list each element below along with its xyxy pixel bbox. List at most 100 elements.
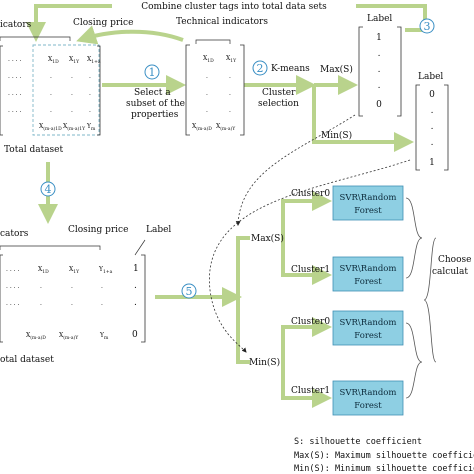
- technical-label: Technical indicators: [176, 17, 268, 27]
- svg-text:1: 1: [376, 33, 382, 43]
- svg-text:X1D: X1D: [203, 55, 214, 64]
- model-box-4: SVR\Random Forest: [332, 380, 404, 416]
- step5: 5: [181, 283, 197, 299]
- step1: 1 Select a subset of the properties: [126, 64, 185, 120]
- svg-text:. . . .: . . . .: [6, 266, 19, 273]
- svg-text:Forest: Forest: [354, 277, 382, 287]
- tl-right-bracket: [97, 45, 101, 136]
- svg-text:. . . .: . . . .: [8, 107, 21, 114]
- svg-text:X1D: X1D: [38, 266, 49, 275]
- svg-text:.: .: [378, 49, 381, 59]
- svg-text:.: .: [431, 138, 434, 148]
- tree-min-label: Min(S): [249, 357, 280, 368]
- bl-right-bracket: [141, 254, 146, 343]
- tl-indicators-label: icators: [0, 20, 32, 30]
- subset-line1: Select a: [134, 88, 171, 98]
- svg-text:.: .: [89, 90, 91, 97]
- tree-max-c0: [281, 191, 332, 238]
- tree-min-c0: [281, 317, 332, 362]
- tl-dataset-label: Total dataset: [4, 145, 63, 155]
- legend-min: Min(S): Minimum silhouette coefficient: [294, 464, 474, 474]
- cluster-selection-line1: Cluster: [262, 88, 296, 98]
- legend: S: silhouette coefficient Max(S): Maximu…: [294, 437, 474, 474]
- tl-left-bracket: [0, 45, 3, 136]
- bl-left-bracket: [0, 254, 3, 343]
- svg-text:.: .: [206, 90, 208, 97]
- tl-col-x1: X1D: [48, 56, 59, 65]
- svg-text:.: .: [50, 73, 52, 80]
- tree-min-cluster0: Cluster0: [291, 317, 330, 327]
- closing-price-arrow: [76, 25, 184, 45]
- svg-text:.: .: [50, 90, 52, 97]
- tree-max-cluster1: Cluster1: [291, 265, 330, 275]
- svg-text:.: .: [134, 298, 137, 308]
- svg-text:.: .: [40, 300, 42, 307]
- svg-text:.: .: [229, 73, 231, 80]
- green-arrows: [26, 4, 430, 408]
- svg-text:.: .: [71, 107, 73, 114]
- bl-label-label: Label: [146, 225, 171, 235]
- svg-text:.: .: [71, 90, 73, 97]
- tree-min-cluster1: Cluster1: [291, 386, 330, 396]
- legend-s: S: silhouette coefficient: [294, 437, 422, 447]
- svg-text:SVR\Random: SVR\Random: [340, 193, 397, 203]
- tree-max-label: Max(S): [251, 233, 284, 244]
- svg-text:Y1+a: Y1+a: [98, 266, 113, 275]
- svg-text:.: .: [50, 107, 52, 114]
- svg-text:.: .: [89, 73, 91, 80]
- svg-text:.: .: [89, 107, 91, 114]
- svg-text:.: .: [101, 300, 103, 307]
- svg-text:X1Y: X1Y: [226, 55, 237, 64]
- bl-closing-price-label: Closing price: [68, 225, 128, 235]
- svg-text:SVR\Random: SVR\Random: [340, 264, 397, 274]
- model-box-3: SVR\Random Forest: [332, 310, 404, 346]
- step2: 2 K-means Cluster selection Max(S) Min(S…: [252, 60, 353, 141]
- svg-text:X(m-a)D: X(m-a)D: [192, 123, 212, 132]
- step4-number: 4: [45, 183, 52, 196]
- label-column-2: Label 0 . . . 1: [415, 72, 449, 171]
- svg-text:. . . .: . . . .: [6, 283, 19, 290]
- legend-max: Max(S): Maximum silhouette coefficient: [294, 451, 474, 461]
- svg-text:.: .: [431, 122, 434, 132]
- svg-text:. . . .: . . . .: [8, 90, 21, 97]
- svg-text:0: 0: [429, 90, 435, 100]
- svg-text:.: .: [206, 107, 208, 114]
- technical-indicators: Technical indicators X1D X1Y .. .. .. X(…: [176, 17, 268, 136]
- top-max-label: Max(S): [320, 64, 353, 75]
- choose-brace: [423, 237, 437, 363]
- svg-text:X(m-a)Y: X(m-a)Y: [59, 332, 79, 341]
- cluster-selection-line2: selection: [258, 99, 299, 109]
- svg-text:Forest: Forest: [354, 331, 382, 341]
- svg-text:Ym: Ym: [99, 332, 109, 341]
- tl-last-x2: X(m-a)1Y: [63, 123, 86, 132]
- svg-text:Forest: Forest: [354, 401, 382, 411]
- subset-line3: properties: [131, 110, 179, 120]
- svg-text:.: .: [40, 283, 42, 290]
- kmeans-label: K-means: [271, 64, 310, 74]
- tech-right-bracket: [240, 44, 245, 136]
- svg-text:. . . .: . . . .: [8, 73, 21, 80]
- dashed-connectors: [209, 114, 411, 353]
- svg-text:.: .: [229, 107, 231, 114]
- tree-min-c1: [281, 362, 332, 408]
- svg-text:X(m-a)D: X(m-a)D: [26, 332, 46, 341]
- choose-line2: calculat: [432, 267, 468, 277]
- bl-dataset-label: otal dataset: [0, 355, 54, 365]
- svg-text:.: .: [206, 73, 208, 80]
- label2-title: Label: [418, 72, 443, 82]
- svg-text:X(m-a)Y: X(m-a)Y: [216, 123, 236, 132]
- label1-title: Label: [367, 14, 392, 24]
- svg-text:.: .: [229, 90, 231, 97]
- svg-text:.: .: [101, 283, 103, 290]
- bottom-left-dataset: cators Closing price Label . . . . X1D X…: [0, 225, 171, 365]
- model-box-1: SVR\Random Forest: [332, 185, 404, 221]
- max-brace: [405, 197, 423, 279]
- step4: 4: [40, 181, 56, 197]
- svg-text:. . . .: . . . .: [6, 300, 19, 307]
- tl-last-x1: X(m-a)1D: [39, 123, 62, 132]
- tl-col-x2: X1Y: [69, 56, 80, 65]
- svg-text:.: .: [431, 106, 434, 116]
- dashed-to-max: [235, 114, 356, 226]
- svg-text:.: .: [71, 73, 73, 80]
- tech-left-bracket: [185, 44, 190, 136]
